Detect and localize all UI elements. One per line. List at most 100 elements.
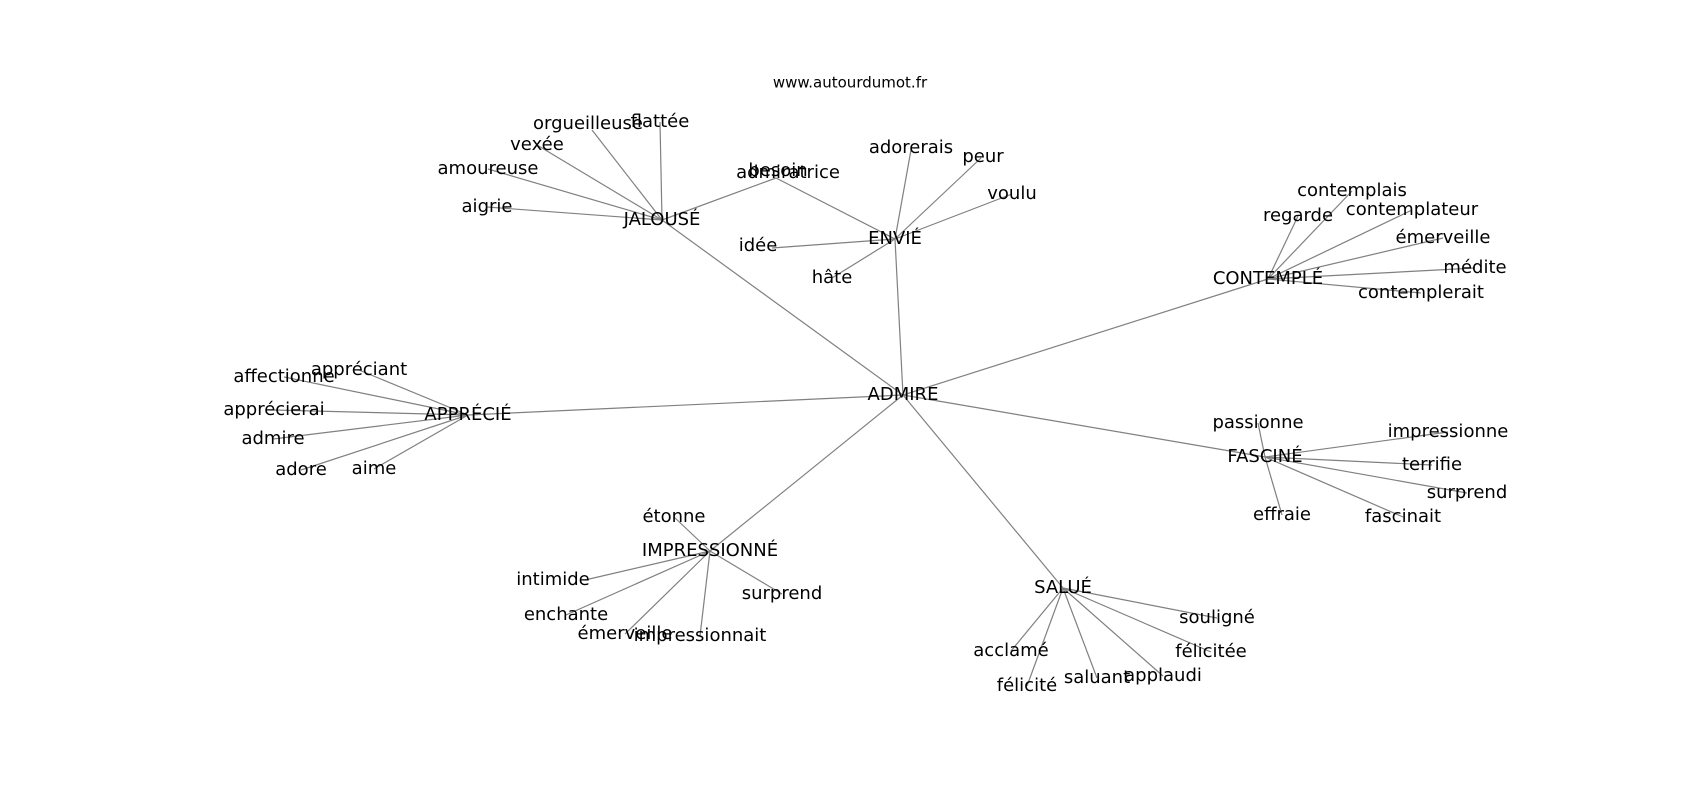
leaf-node[interactable]: applaudi [1124, 665, 1202, 686]
leaf-node[interactable]: flattée [631, 111, 690, 132]
edge-hub-leaf [1062, 587, 1164, 677]
edge-hub-leaf [584, 550, 711, 581]
edge-root-hub [661, 219, 904, 396]
edge-root-hub [902, 278, 1269, 396]
edge-hub-leaf [1264, 431, 1449, 458]
leaf-node[interactable]: affectionne [233, 366, 334, 387]
hub-node[interactable]: JALOUSÉ [623, 208, 701, 230]
edge-hub-leaf [536, 144, 663, 221]
leaf-node[interactable]: vexée [510, 134, 564, 155]
edge-root-hub [902, 394, 1064, 589]
edge-hub-leaf [659, 121, 663, 221]
edge-hub-leaf [894, 149, 912, 240]
edge-hub-leaf [894, 157, 982, 240]
leaf-node[interactable]: intimide [516, 569, 590, 590]
edge-hub-leaf [661, 177, 777, 221]
leaf-node[interactable]: amoureuse [438, 158, 539, 179]
hub-node[interactable]: ENVIÉ [868, 227, 922, 249]
leaf-node[interactable]: émerveille [578, 623, 673, 644]
leaf-node[interactable]: impressionne [1388, 421, 1509, 442]
edge-root-hub [709, 394, 904, 552]
edge-hub-leaf [1026, 587, 1064, 687]
edge-hub-leaf [894, 193, 1013, 240]
edge-hub-leaf [487, 168, 663, 221]
edge-hub-leaf [624, 550, 711, 635]
edge-hub-leaf [1264, 456, 1468, 494]
edge-hub-leaf [1264, 456, 1404, 518]
edge-hub-leaf [486, 206, 663, 221]
edge-hub-leaf [1257, 422, 1266, 458]
site-watermark: www.autourdumot.fr [773, 74, 928, 92]
leaf-node[interactable]: voulu [987, 183, 1036, 204]
leaf-node[interactable]: acclamé [973, 640, 1048, 661]
edge-root-hub [902, 394, 1266, 458]
leaf-node[interactable]: adore [275, 459, 327, 480]
leaf-node[interactable]: peur [962, 146, 1004, 167]
hub-node[interactable]: SALUÉ [1034, 576, 1092, 598]
leaf-node[interactable]: enchante [524, 604, 608, 625]
leaf-node[interactable]: étonne [642, 506, 705, 527]
leaf-node[interactable]: surprend [1427, 482, 1508, 503]
hub-node[interactable]: IMPRESSIONNÉ [642, 539, 778, 561]
leaf-node[interactable]: fascinait [1365, 506, 1441, 527]
edge-hub-leaf [709, 550, 783, 595]
root-node[interactable]: ADMIRE [868, 384, 939, 405]
leaf-node[interactable]: contemplateur [1346, 199, 1479, 220]
edge-hub-leaf [358, 369, 469, 416]
leaf-node[interactable]: aime [352, 458, 397, 479]
leaf-node[interactable]: émerveille [1396, 227, 1491, 248]
leaf-node[interactable]: apprécierai [223, 399, 324, 420]
edge-hub-leaf [1267, 215, 1299, 280]
edge-hub-leaf [300, 414, 469, 471]
leaf-node[interactable]: passionne [1212, 412, 1303, 433]
edge-hub-leaf [1264, 456, 1283, 516]
hub-node[interactable]: FASCINÉ [1227, 445, 1302, 467]
leaf-node[interactable]: admiratrice [736, 162, 840, 183]
edge-hub-leaf [272, 414, 469, 440]
leaf-node[interactable]: besoin [748, 160, 807, 181]
leaf-node[interactable]: terrifie [1402, 454, 1462, 475]
hub-node[interactable]: APPRÉCIÉ [424, 403, 511, 425]
edge-hub-leaf [775, 177, 896, 240]
leaf-node[interactable]: impressionnait [634, 625, 767, 646]
graph-edges [272, 121, 1476, 687]
leaf-node[interactable]: appréciant [311, 359, 407, 380]
leaf-node[interactable]: adorerais [869, 137, 953, 158]
leaf-node[interactable]: contemplerait [1358, 282, 1484, 303]
edge-hub-leaf [283, 376, 469, 416]
leaf-node[interactable]: idée [739, 235, 778, 256]
edge-hub-leaf [699, 550, 711, 637]
edge-hub-leaf [1264, 456, 1433, 466]
edge-hub-leaf [373, 414, 469, 470]
edge-hub-leaf [565, 550, 711, 616]
leaf-node[interactable]: médite [1443, 257, 1506, 278]
edge-hub-leaf [1267, 278, 1422, 294]
leaf-node[interactable]: effraie [1253, 504, 1311, 525]
edge-hub-leaf [831, 238, 896, 279]
leaf-node[interactable]: orgueilleuse [533, 113, 643, 134]
leaf-node[interactable]: saluant [1064, 667, 1130, 688]
edge-hub-leaf [1267, 190, 1353, 280]
leaf-node[interactable]: regarde [1263, 205, 1333, 226]
edge-root-hub [894, 238, 904, 396]
leaf-node[interactable]: félicité [997, 675, 1057, 696]
leaf-node[interactable]: souligné [1179, 607, 1255, 628]
edge-hub-leaf [273, 409, 469, 416]
edge-hub-leaf [673, 516, 711, 552]
edge-hub-leaf [1062, 587, 1098, 679]
leaf-node[interactable]: hâte [812, 267, 853, 288]
edge-hub-leaf [1010, 587, 1064, 652]
edge-hub-leaf [771, 238, 896, 249]
leaf-node[interactable]: aigrie [462, 196, 513, 217]
leaf-node[interactable]: contemplais [1297, 180, 1407, 201]
edge-hub-leaf [1062, 587, 1212, 653]
leaf-node[interactable]: surprend [742, 583, 823, 604]
leaf-node[interactable]: admire [241, 428, 304, 449]
edge-hub-leaf [591, 129, 663, 221]
edge-hub-leaf [1267, 209, 1413, 280]
edge-hub-leaf [1267, 237, 1444, 280]
leaf-node[interactable]: félicitée [1175, 641, 1247, 662]
hub-node[interactable]: CONTEMPLÉ [1213, 267, 1323, 289]
